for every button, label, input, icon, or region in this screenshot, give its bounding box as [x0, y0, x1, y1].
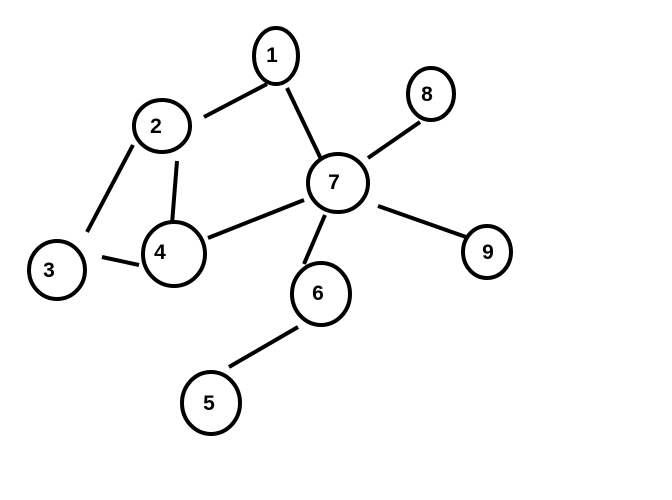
- edge-7-8: [366, 120, 422, 160]
- node-9-label: 9: [482, 241, 494, 264]
- node-3-label: 3: [43, 259, 55, 282]
- node-7: 7: [306, 152, 370, 214]
- graph-edges: [85, 82, 467, 369]
- edge-7-9: [377, 204, 467, 239]
- node-4: 4: [141, 220, 207, 288]
- node-8-label: 8: [421, 83, 433, 106]
- edge-1-2: [203, 82, 268, 119]
- node-4-label: 4: [154, 241, 166, 264]
- node-7-label: 7: [328, 171, 340, 194]
- edge-3-4: [101, 255, 140, 267]
- edge-7-6: [302, 214, 327, 265]
- node-6-label: 6: [312, 282, 324, 305]
- edge-4-7: [207, 198, 305, 240]
- node-3: 3: [27, 239, 87, 301]
- edge-2-3: [85, 144, 135, 233]
- node-5-label: 5: [203, 392, 215, 415]
- graph-nodes: 1 2 3 4 5 6 7 8: [27, 26, 513, 436]
- edge-1-7: [285, 87, 323, 160]
- node-5: 5: [180, 370, 242, 436]
- node-1: 1: [252, 26, 300, 86]
- node-2-label: 2: [150, 115, 162, 138]
- node-1-label: 1: [266, 44, 278, 67]
- node-9: 9: [461, 224, 513, 280]
- node-8: 8: [406, 66, 456, 122]
- node-2: 2: [132, 98, 192, 154]
- edge-2-4: [170, 160, 179, 225]
- node-6: 6: [290, 261, 352, 327]
- edge-6-5: [227, 325, 300, 369]
